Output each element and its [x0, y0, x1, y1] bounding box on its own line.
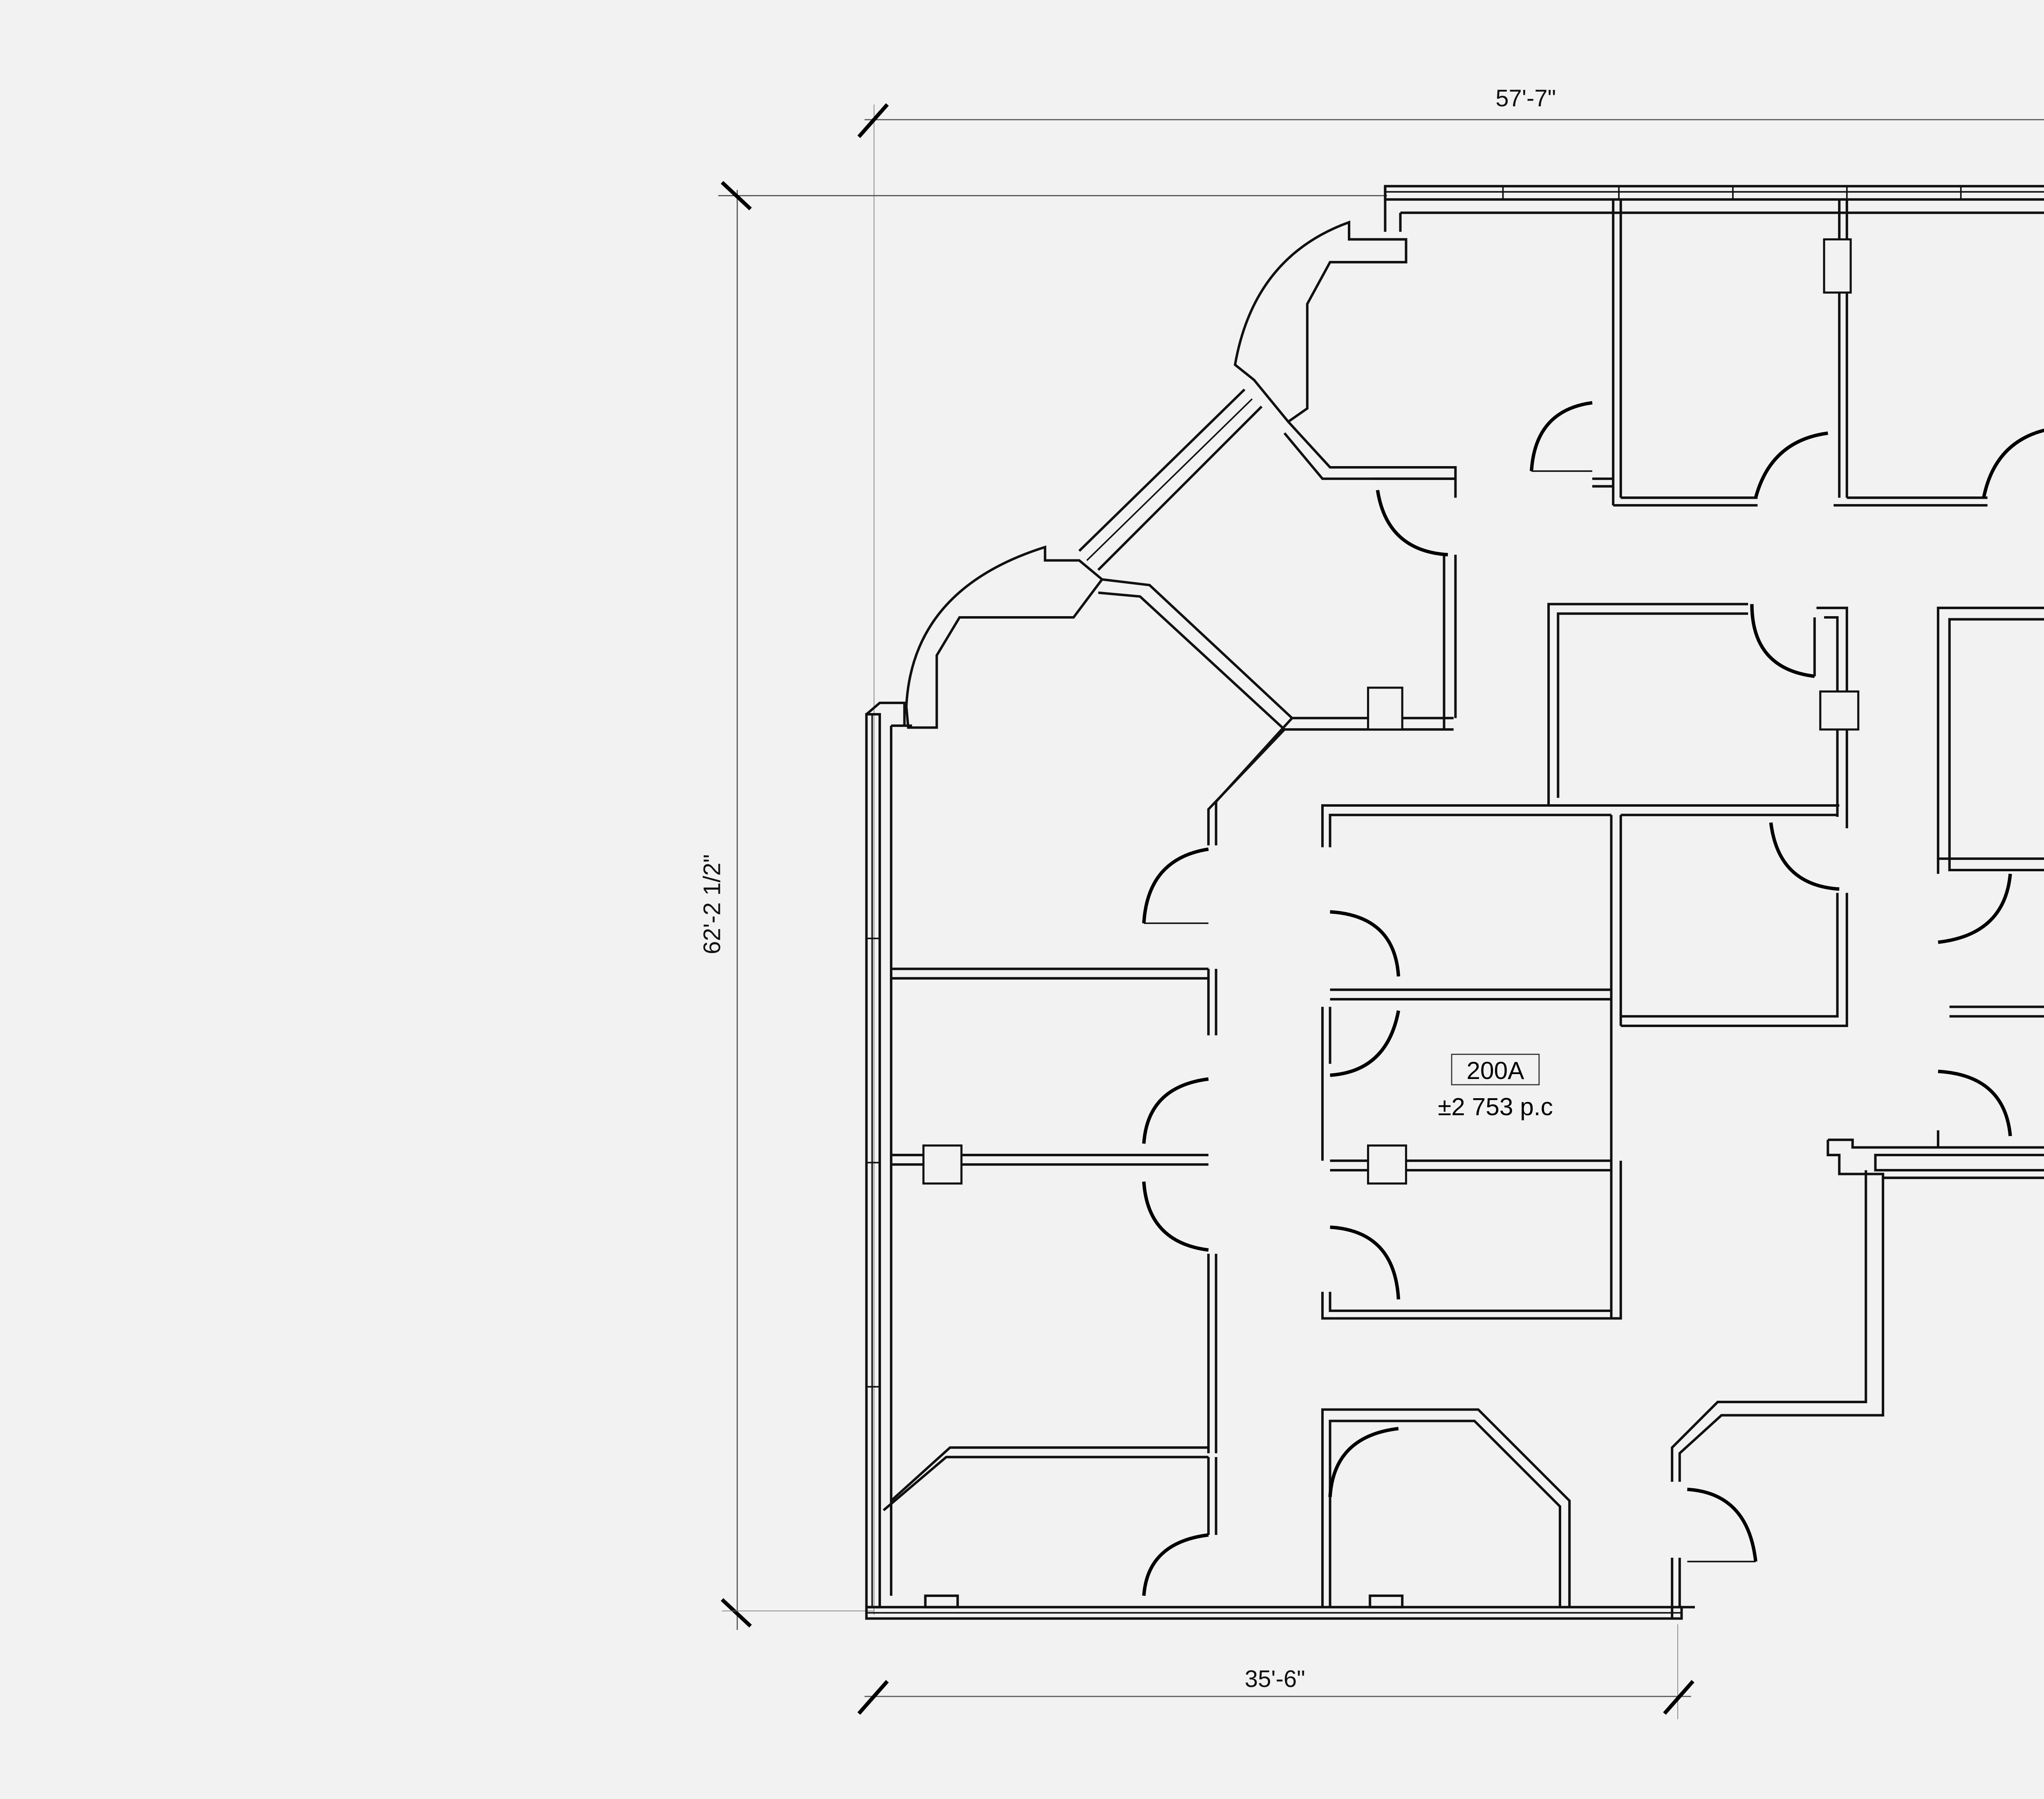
- column: [1823, 238, 1852, 294]
- column: [1367, 686, 1403, 731]
- dim-top-label: 57'-7": [1495, 85, 1556, 112]
- door-swing: [1142, 1533, 1209, 1596]
- dim-left-label: 62'-2 1/2": [699, 854, 726, 954]
- northwest-curved-walls: [905, 220, 1457, 846]
- column: [1367, 1144, 1407, 1185]
- door-swing: [1330, 1010, 1401, 1077]
- unit-label: 200A ±2 753 p.c: [1438, 1054, 1553, 1120]
- door-swing: [1982, 428, 2044, 498]
- door-swing: [1330, 910, 1401, 977]
- door-swing: [1754, 431, 1828, 498]
- door-swing: [1530, 401, 1593, 471]
- door-swing: [1938, 1070, 2012, 1136]
- unit-id: 200A: [1466, 1057, 1524, 1084]
- door-swing: [1142, 1181, 1209, 1252]
- doors: [1142, 401, 2044, 1596]
- door-swing: [1687, 1487, 1757, 1562]
- door-swing: [1142, 1077, 1209, 1144]
- unit-id-box: [1451, 1054, 1540, 1086]
- door-swing: [1142, 847, 1209, 924]
- door-swing: [1330, 1225, 1401, 1300]
- door-swing: [1769, 822, 1840, 891]
- dimension-lines: [718, 103, 2044, 1719]
- column: [922, 1144, 963, 1185]
- door-swing: [1938, 873, 2012, 944]
- column: [1819, 690, 1860, 731]
- unit-area: ±2 753 p.c: [1438, 1092, 1553, 1120]
- door-swing: [1376, 490, 1448, 556]
- dimension-labels: 57'-7" 35'-6" 62'-2 1/2" 41'-10": [699, 85, 1556, 1692]
- interior-walls: [883, 199, 2044, 1607]
- door-swing: [1328, 1427, 1399, 1497]
- structural-columns: [922, 238, 1860, 1185]
- dim-bottom-label: 35'-6": [1245, 1666, 1305, 1692]
- door-swing: [1750, 604, 1815, 678]
- exterior-walls: [865, 185, 2044, 1620]
